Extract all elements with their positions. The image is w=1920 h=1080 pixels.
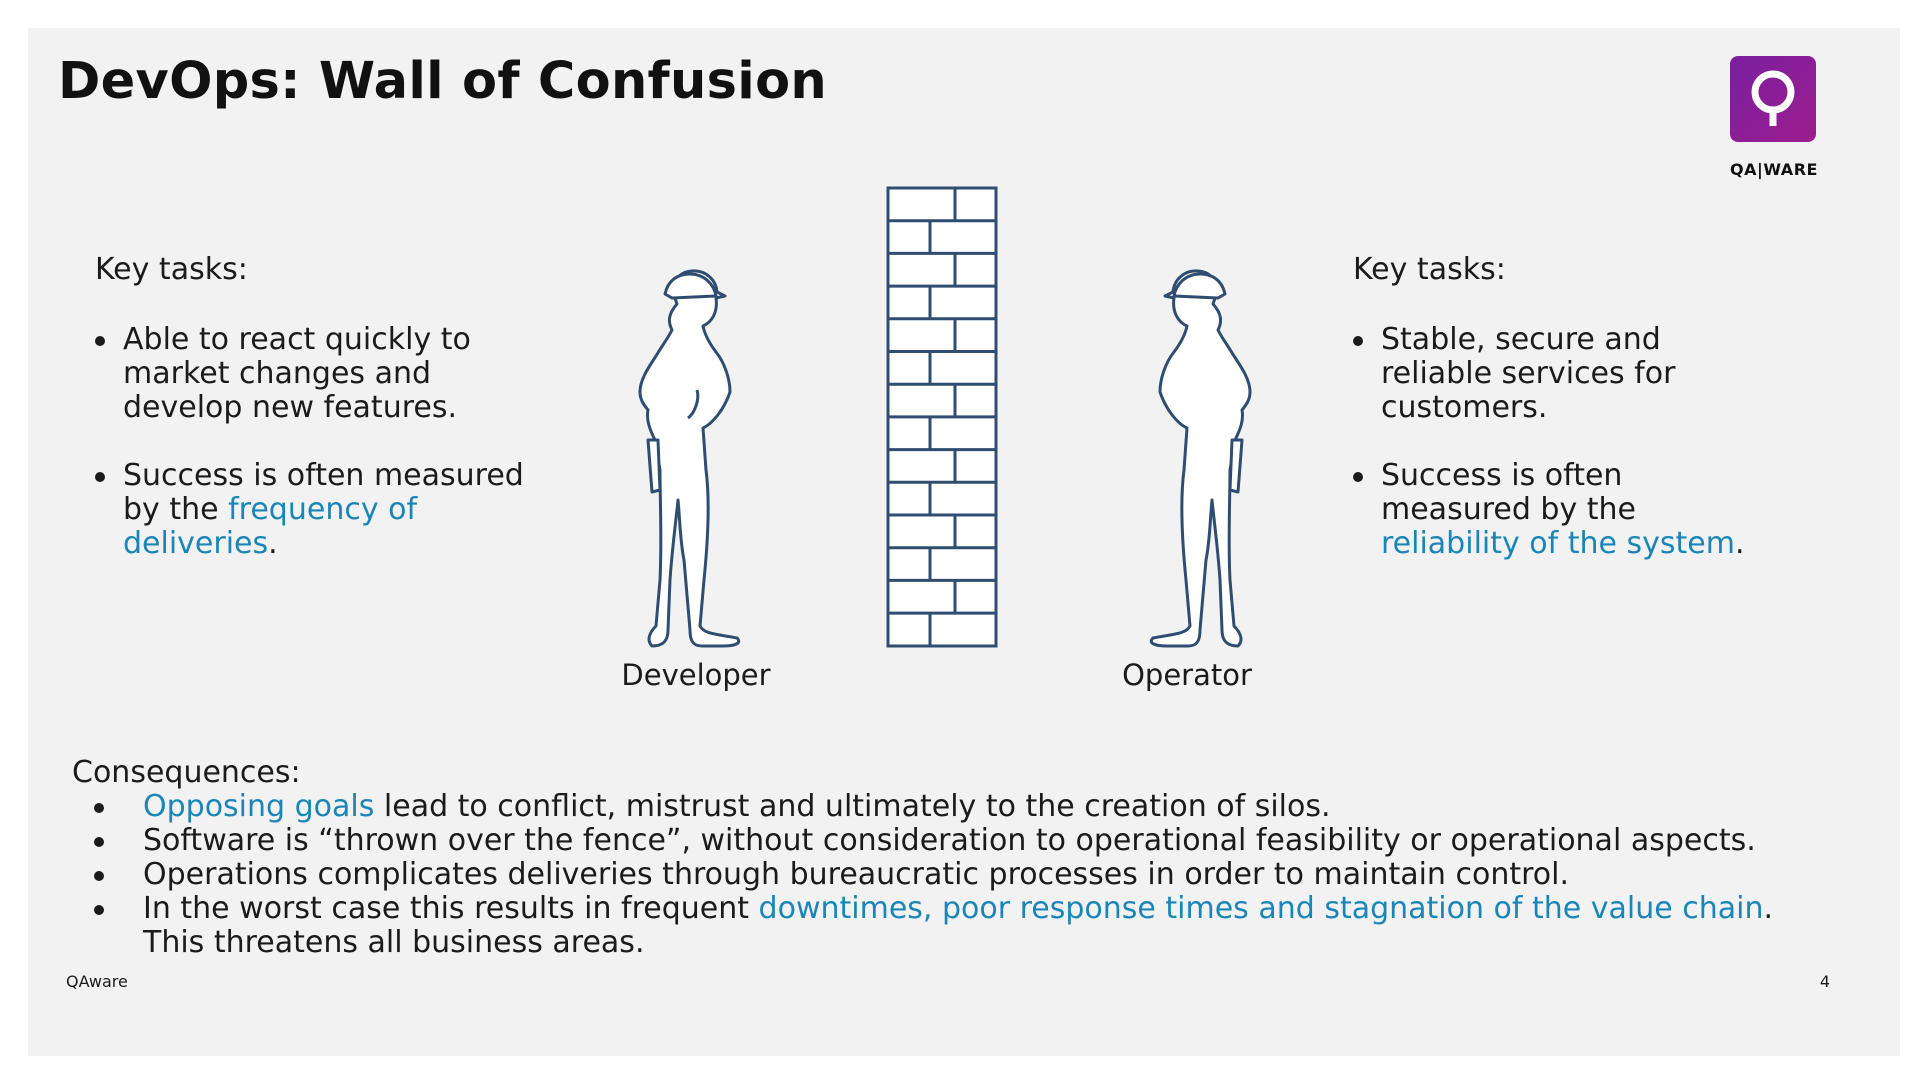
consequence-text-end: lead to conflict, mistrust and ultimatel…: [374, 789, 1330, 824]
operator-label: Operator: [1077, 658, 1297, 692]
consequence-highlight: downtimes, poor response times and stagn…: [759, 891, 1764, 926]
consequences-heading: Consequences:: [72, 756, 1832, 790]
consequence-highlight: Opposing goals: [143, 789, 374, 824]
page-number: 4: [1800, 972, 1830, 991]
bullet-icon: [94, 837, 104, 847]
developer-label: Developer: [586, 658, 806, 692]
consequences-section: Consequences: Opposing goals lead to con…: [72, 756, 1832, 960]
developer-silhouette-icon: [640, 271, 739, 646]
consequence-item: Opposing goals lead to conflict, mistrus…: [72, 790, 1832, 824]
consequence-item: In the worst case this results in freque…: [72, 892, 1832, 960]
consequence-text: Software is “thrown over the fence”, wit…: [143, 823, 1756, 858]
operator-silhouette-icon: [1151, 271, 1250, 646]
bullet-icon: [94, 871, 104, 881]
brick-wall-icon: [888, 188, 996, 646]
bullet-icon: [94, 905, 104, 915]
footer-company: QAware: [66, 972, 128, 991]
consequence-item: Software is “thrown over the fence”, wit…: [72, 824, 1832, 858]
bullet-icon: [94, 803, 104, 813]
consequence-item: Operations complicates deliveries throug…: [72, 858, 1832, 892]
consequence-text: In the worst case this results in freque…: [143, 891, 759, 926]
consequence-text: Operations complicates deliveries throug…: [143, 857, 1569, 892]
